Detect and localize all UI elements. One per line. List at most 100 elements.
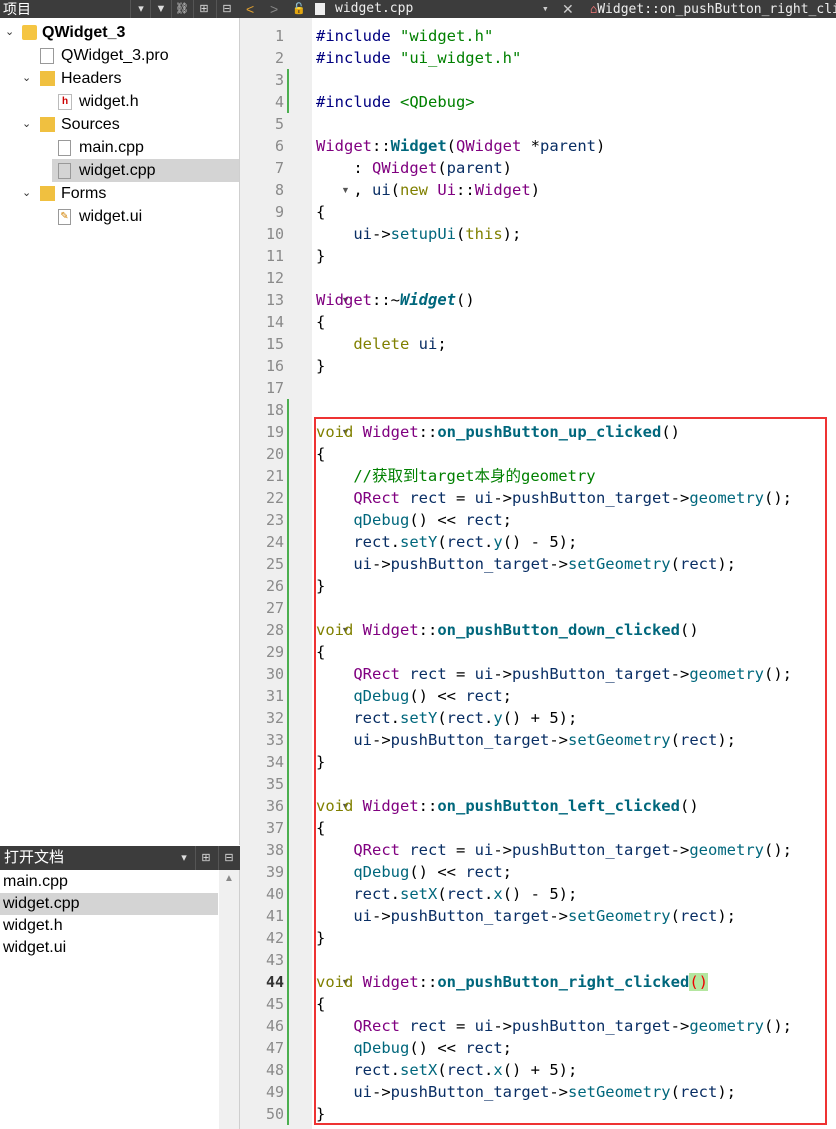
tree-item-widget-ui[interactable]: ✎ widget.ui [0,205,239,228]
line-number: 29 [265,643,284,661]
scroll-up-icon[interactable]: ▲ [224,873,234,884]
code-line[interactable]: #include "widget.h" [316,27,494,45]
open-doc-item[interactable]: widget.h [3,917,63,934]
code-line[interactable]: } [316,247,326,265]
split-icon[interactable]: ⊞ [193,0,214,18]
code-line[interactable]: { [316,819,326,837]
code-line[interactable]: Widget::Widget(QWidget *parent) [316,137,606,155]
code-line[interactable]: #include <QDebug> [316,93,475,111]
code-line[interactable]: //获取到target本身的geometry [353,467,596,485]
code-line[interactable]: { [316,313,326,331]
code-line[interactable]: rect.setY(rect.y() - 5); [353,533,578,551]
symbol-selector-label: Widget::on_pushButton_right_clicked [597,2,836,17]
code-line[interactable]: void Widget::on_pushButton_up_clicked() [316,423,680,441]
code-line[interactable]: ui->pushButton_target->setGeometry(rect)… [353,555,736,573]
code-line[interactable]: void Widget::on_pushButton_left_clicked(… [316,797,699,815]
line-number: 19 [265,423,284,441]
tree-item-label: QWidget_3 [42,24,126,41]
line-number: 48 [265,1061,284,1079]
close-panel-icon[interactable]: ⊟ [216,0,237,18]
code-line[interactable]: qDebug() << rect; [353,1039,512,1057]
code-line[interactable]: qDebug() << rect; [353,511,512,529]
code-line[interactable]: { [316,643,326,661]
tree-item-label: widget.ui [79,208,143,225]
open-doc-item[interactable]: main.cpp [3,873,68,890]
line-number: 31 [265,687,284,705]
tree-item-project[interactable]: ⌄ QWidget_3 [0,21,239,44]
close-file-icon[interactable]: ✕ [562,1,574,17]
code-line[interactable]: rect.setX(rect.x() - 5); [353,885,578,903]
fold-arrow-icon[interactable]: ▼ [341,801,350,811]
code-line[interactable]: #include "ui_widget.h" [316,49,522,67]
tree-item-pro-file[interactable]: QWidget_3.pro [0,44,239,67]
tree-item-widget-h[interactable]: h widget.h [0,90,239,113]
code-line[interactable]: { [316,203,326,221]
link-icon[interactable]: ⛓ [171,0,192,18]
code-line[interactable]: ui->pushButton_target->setGeometry(rect)… [353,907,736,925]
code-line[interactable]: void Widget::on_pushButton_right_clicked… [316,973,708,991]
split-icon[interactable]: ⊞ [195,846,216,870]
code-line[interactable]: rect.setX(rect.x() + 5); [353,1061,578,1079]
line-number: 16 [265,357,284,375]
code-line[interactable]: QRect rect = ui->pushButton_target->geom… [353,1017,792,1035]
code-line[interactable]: QRect rect = ui->pushButton_target->geom… [353,841,792,859]
code-line[interactable]: { [316,445,326,463]
code-line[interactable]: qDebug() << rect; [353,687,512,705]
code-line[interactable]: : QWidget(parent) [316,159,513,177]
line-number: 49 [265,1083,284,1101]
fold-arrow-icon[interactable]: ▼ [341,427,350,437]
chevron-down-icon[interactable]: ⌄ [22,187,32,199]
code-line[interactable]: ui->pushButton_target->setGeometry(rect)… [353,1083,736,1101]
code-line[interactable]: rect.setY(rect.y() + 5); [353,709,578,727]
chevron-down-icon[interactable]: ▾ [181,852,187,864]
code-line[interactable]: void Widget::on_pushButton_down_clicked(… [316,621,699,639]
file-selector[interactable]: widget.cpp ▾ [315,0,795,18]
code-line[interactable]: , ui(new Ui::Widget) [316,181,541,199]
line-number: 39 [265,863,284,881]
forward-arrow-icon[interactable]: > [270,1,279,17]
code-line[interactable]: } [316,929,326,947]
file-selector-label: widget.cpp [335,1,414,16]
symbol-selector[interactable]: ⌂Widget::on_pushButton_right_clicked [590,0,836,18]
code-line[interactable]: } [316,753,326,771]
back-arrow-icon[interactable]: < [246,1,255,17]
code-line[interactable]: ui->pushButton_target->setGeometry(rect)… [353,731,736,749]
chevron-down-icon[interactable]: ⌄ [5,26,15,38]
project-panel-title: 项目 [3,1,31,17]
chevron-down-icon[interactable]: ⌄ [22,72,32,84]
open-doc-item[interactable]: widget.cpp [0,893,218,915]
fold-arrow-icon[interactable]: ▼ [341,977,350,987]
sources-folder-icon [40,117,55,132]
line-number: 10 [265,225,284,243]
line-number: 42 [265,929,284,947]
code-line[interactable]: } [316,577,326,595]
chevron-down-icon[interactable]: ⌄ [22,118,32,130]
tree-item-main-cpp[interactable]: main.cpp [0,136,239,159]
line-number: 8 [274,181,284,199]
code-line[interactable]: Widget::~Widget() [316,291,475,309]
line-number: 26 [265,577,284,595]
tree-item-sources[interactable]: ⌄ Sources [0,113,239,136]
fold-arrow-icon[interactable]: ▼ [341,295,350,305]
filter-icon[interactable]: ▼ [150,0,171,18]
chevron-down-icon[interactable]: ▾ [130,0,151,18]
code-line[interactable]: { [316,995,326,1013]
code-line[interactable]: QRect rect = ui->pushButton_target->geom… [353,489,792,507]
code-line[interactable]: delete ui; [353,335,447,353]
close-panel-icon[interactable]: ⊟ [218,846,239,870]
fold-arrow-icon[interactable]: ▼ [341,185,350,195]
code-line[interactable]: QRect rect = ui->pushButton_target->geom… [353,665,792,683]
code-line[interactable]: } [316,1105,326,1123]
code-line[interactable]: ui->setupUi(this); [353,225,522,243]
tree-item-headers[interactable]: ⌄ Headers [0,67,239,90]
line-number: 9 [274,203,284,221]
code-line[interactable]: qDebug() << rect; [353,863,512,881]
line-number: 34 [265,753,284,771]
code-line[interactable]: } [316,357,326,375]
open-doc-item[interactable]: widget.ui [3,939,67,956]
scrollbar[interactable]: ▲ [219,870,239,1129]
tree-item-forms[interactable]: ⌄ Forms [0,182,239,205]
tree-item-widget-cpp[interactable]: widget.cpp [52,159,239,182]
fold-arrow-icon[interactable]: ▼ [341,625,350,635]
